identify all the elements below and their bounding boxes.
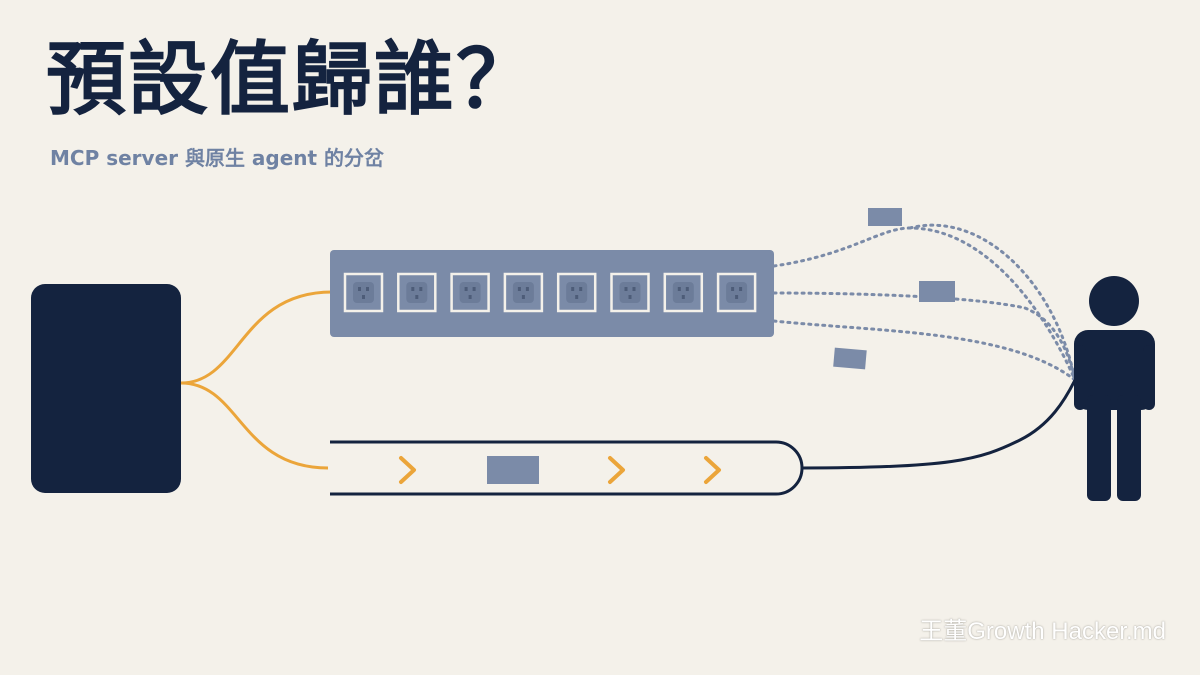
page-title: 預設值歸誰？ <box>46 33 538 126</box>
plug-tag-2 <box>919 281 955 302</box>
solid-cable <box>800 379 1077 470</box>
plug-tag-1 <box>868 208 902 226</box>
person-icon <box>1074 276 1155 501</box>
plug-tag-3 <box>833 347 867 370</box>
fork-branch-lower <box>180 381 329 470</box>
watermark: 王董Growth Hacker.md <box>919 618 1166 645</box>
socket-icon <box>610 272 650 313</box>
pipe-tube <box>330 440 804 496</box>
dotted-cable-3 <box>772 319 1077 382</box>
fork-branch-upper <box>180 290 333 385</box>
page-subtitle: MCP server 與原生 agent 的分岔 <box>50 146 385 170</box>
chevron-right-icon <box>399 456 416 484</box>
socket-icon <box>397 272 437 313</box>
socket-icon <box>556 272 597 313</box>
socket-icon <box>503 272 544 313</box>
socket-icon <box>343 272 384 313</box>
server-block <box>31 284 181 493</box>
pipe-packet <box>487 456 539 484</box>
power-strip <box>330 250 774 337</box>
socket-icon <box>663 272 704 313</box>
socket-icon <box>450 272 490 313</box>
dotted-cable-1 <box>772 226 1077 382</box>
chevron-right-icon <box>704 456 721 484</box>
dotted-cable-4 <box>908 223 1077 382</box>
dotted-cable-2 <box>772 291 1077 382</box>
pipe-arrows <box>399 456 721 484</box>
socket-row <box>343 272 757 313</box>
socket-icon <box>716 272 757 313</box>
chevron-right-icon <box>608 456 625 484</box>
